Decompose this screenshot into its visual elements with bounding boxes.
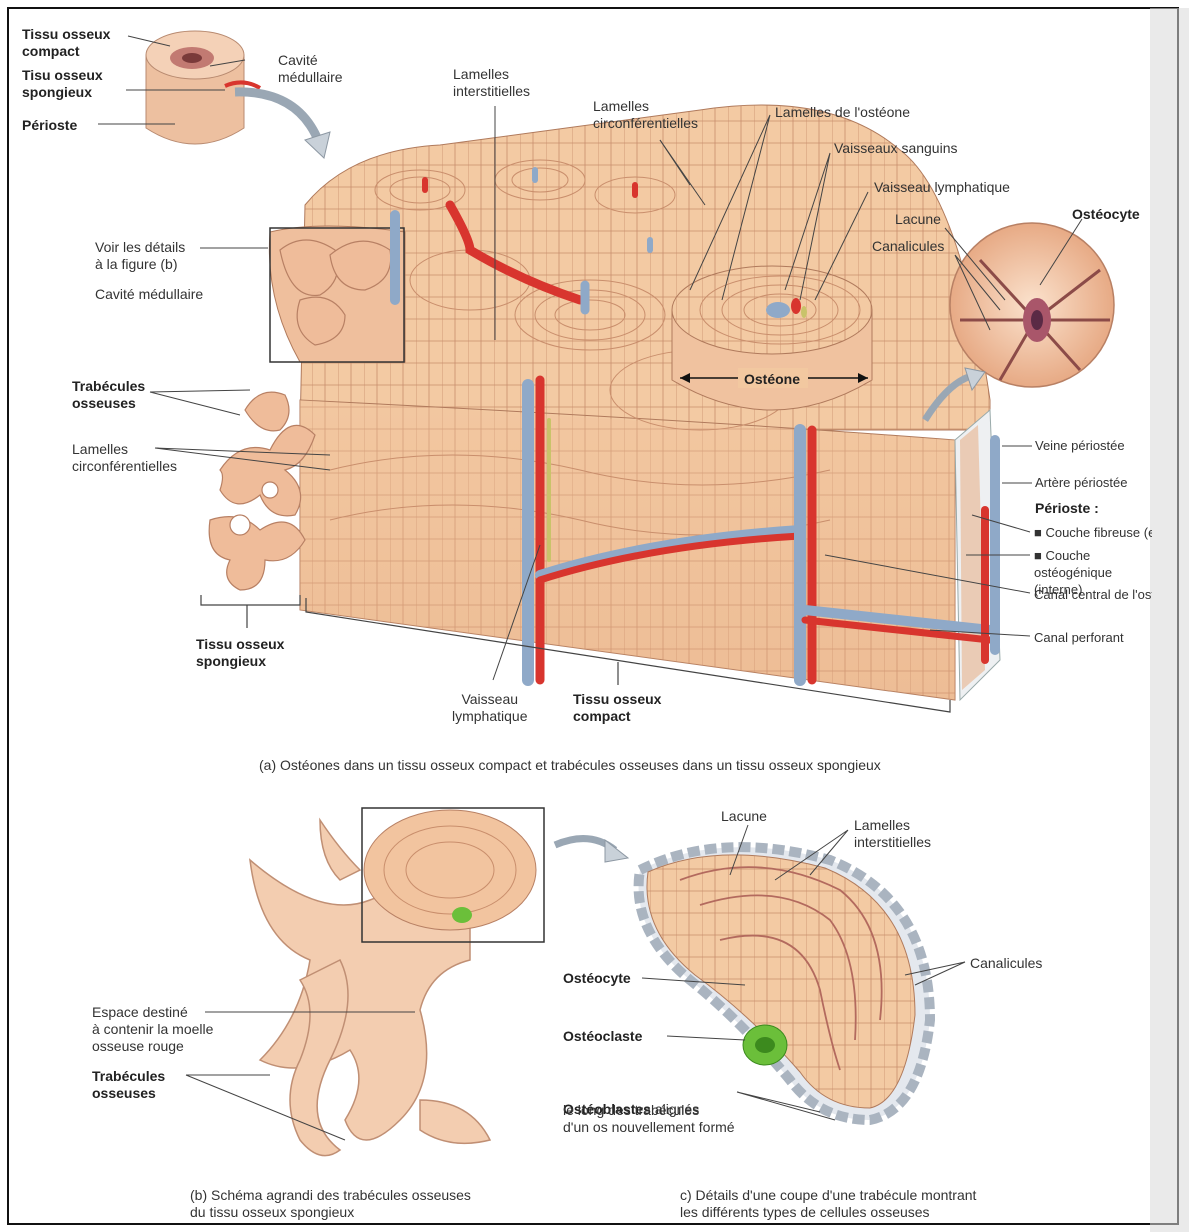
label-spongy-bottom: Tissu osseux spongieux <box>196 636 284 670</box>
osteocyte-magnified <box>950 223 1114 387</box>
caption-c: c) Détails d'une coupe d'une trabécule m… <box>680 1187 976 1221</box>
label-canaliculi-top: Canalicules <box>872 238 944 255</box>
label-osteoclast-c: Ostéoclaste <box>563 1028 642 1045</box>
label-lymph-vessel-bottom: Vaisseau lymphatique <box>452 691 528 725</box>
label-lacuna-c: Lacune <box>721 808 767 825</box>
label-periosteal-vein: Veine périostée <box>1035 437 1125 454</box>
label-circumferential-lamellae-top: Lamelles circonférentielles <box>593 98 698 132</box>
label-see-details: Voir les détails à la figure (b) <box>95 239 185 273</box>
label-perforating-canal: Canal perforant <box>1034 629 1124 646</box>
label-spongy-tissue-top: Tisu osseux spongieux <box>22 67 103 101</box>
label-periosteum-top: Périoste <box>22 117 77 134</box>
label-compact-tissue-top: Tissu osseux compact <box>22 26 110 60</box>
label-lymph-vessel-top: Vaisseau lymphatique <box>874 179 1010 196</box>
label-periosteal-artery: Artère périostée <box>1035 474 1128 491</box>
label-canaliculi-c: Canalicules <box>970 955 1042 972</box>
label-marrow-space: Espace destiné à contenir la moelle osse… <box>92 1004 213 1055</box>
label-trabeculae-b: Trabécules osseuses <box>92 1068 165 1102</box>
label-fibrous-layer: ■ Couche fibreuse (extern <box>1034 524 1152 541</box>
label-circumferential-lamellae-left: Lamelles circonférentielles <box>72 441 177 475</box>
label-interstitial-c: Lamelles interstitielles <box>854 817 931 851</box>
label-blood-vessels: Vaisseaux sanguins <box>834 140 957 157</box>
label-compact-bottom: Tissu osseux compact <box>573 691 661 725</box>
caption-a: (a) Ostéones dans un tissu osseux compac… <box>259 757 881 774</box>
trabecula-detail <box>639 847 930 1120</box>
label-interstitial-lamellae: Lamelles interstitielles <box>453 66 530 100</box>
label-osteon-lamellae: Lamelles de l'ostéone <box>775 104 910 121</box>
zoom-arrow-top <box>235 92 320 145</box>
label-periosteum-heading: Périoste : <box>1035 500 1099 517</box>
label-medullary-cavity-top: Cavité médullaire <box>278 52 343 86</box>
label-lacuna-top: Lacune <box>895 211 941 228</box>
label-osteocyte-top: Ostéocyte <box>1072 206 1140 223</box>
caption-b: (b) Schéma agrandi des trabécules osseus… <box>190 1187 471 1221</box>
trabecula-slice-small <box>364 810 536 930</box>
label-osteon: Ostéone <box>744 371 800 388</box>
label-osteoblasts-line2: le long des trabécules d'un os nouvellem… <box>563 1102 735 1136</box>
label-trabeculae-left: Trabécules osseuses <box>72 378 145 412</box>
label-medullary-cavity: Cavité médullaire <box>95 286 203 303</box>
page-edge-shadow <box>1150 8 1189 1232</box>
osteon-cylinder <box>672 266 872 410</box>
label-osteocyte-c: Ostéocyte <box>563 970 631 987</box>
label-central-canal: Canal central de l'ostéon <box>1034 586 1152 603</box>
